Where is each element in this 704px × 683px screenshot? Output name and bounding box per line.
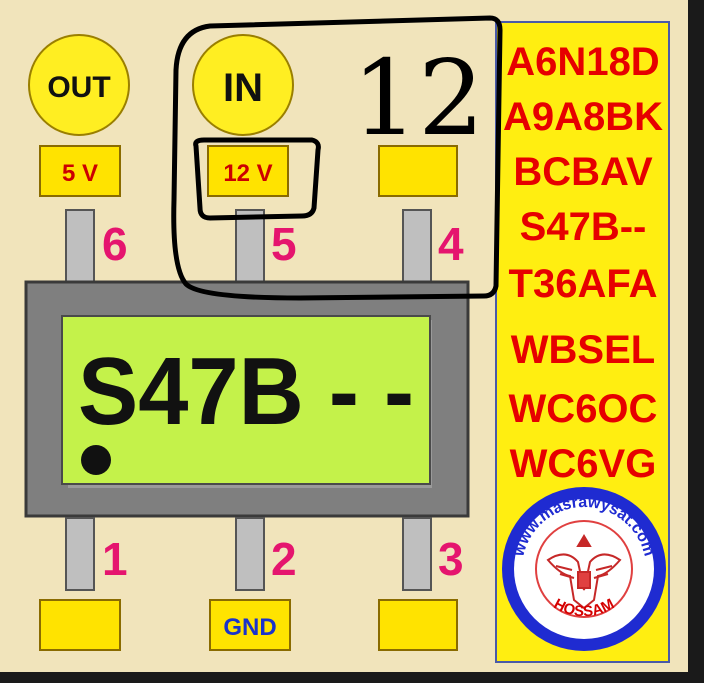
code-item: BCBAV — [513, 150, 653, 194]
code-item: WC6VG — [510, 442, 657, 486]
chip-package: S47B - - — [24, 280, 470, 518]
code-item: WC6OC — [509, 387, 658, 431]
code-list: A6N18D A9A8BK BCBAV S47B-- T36AFA WBSEL … — [503, 40, 663, 486]
pin-1-lead — [65, 517, 95, 591]
pin-3-label-box — [378, 599, 458, 651]
eagle-emblem-icon — [546, 534, 622, 610]
pin-6-function: OUT — [47, 71, 110, 104]
handwritten-box — [193, 137, 321, 221]
pin-5-lead — [235, 209, 265, 283]
handwritten-annotation — [171, 15, 503, 301]
code-item: T36AFA — [509, 262, 658, 306]
pin-4-lead — [402, 209, 432, 283]
chip-face — [61, 315, 431, 485]
code-item: A6N18D — [506, 40, 659, 84]
pin-5-function: IN — [223, 66, 263, 110]
pin-2-function: GND — [223, 614, 276, 641]
pin-6-voltage: 5 V — [62, 160, 98, 187]
handwritten-outline — [171, 15, 503, 301]
pin-4-number: 4 — [438, 218, 464, 270]
pin-2-number: 2 — [271, 533, 297, 585]
pin-1-dot — [81, 445, 111, 475]
pin-6-lead — [65, 209, 95, 283]
pin-1-number: 1 — [102, 533, 128, 585]
pin-5-label: IN — [192, 34, 294, 136]
pin-2-lead — [235, 517, 265, 591]
stamp-emblem-ring — [535, 520, 633, 618]
pin-6-number: 6 — [102, 218, 128, 270]
stamp-logo: www.masrawysat.com HOSSAM — [502, 487, 666, 651]
code-item: WBSEL — [511, 328, 655, 372]
pin-3-lead — [402, 517, 432, 591]
pin-5-voltage-box: 12 V — [207, 145, 289, 197]
pin-2-label-box: GND — [209, 599, 291, 651]
pin-6-label: OUT — [28, 34, 130, 136]
chip-marking: S47B - - — [78, 338, 414, 445]
pin-5-voltage: 12 V — [223, 160, 272, 187]
pin-6-voltage-box: 5 V — [39, 145, 121, 197]
pin-4-voltage-box — [378, 145, 458, 197]
handwritten-note: 12 — [352, 37, 484, 159]
pin-3-number: 3 — [438, 533, 464, 585]
pin-5-number: 5 — [271, 218, 297, 270]
pin-1-label-box — [39, 599, 121, 651]
code-item: S47B-- — [520, 205, 647, 249]
code-item: A9A8BK — [503, 95, 663, 139]
